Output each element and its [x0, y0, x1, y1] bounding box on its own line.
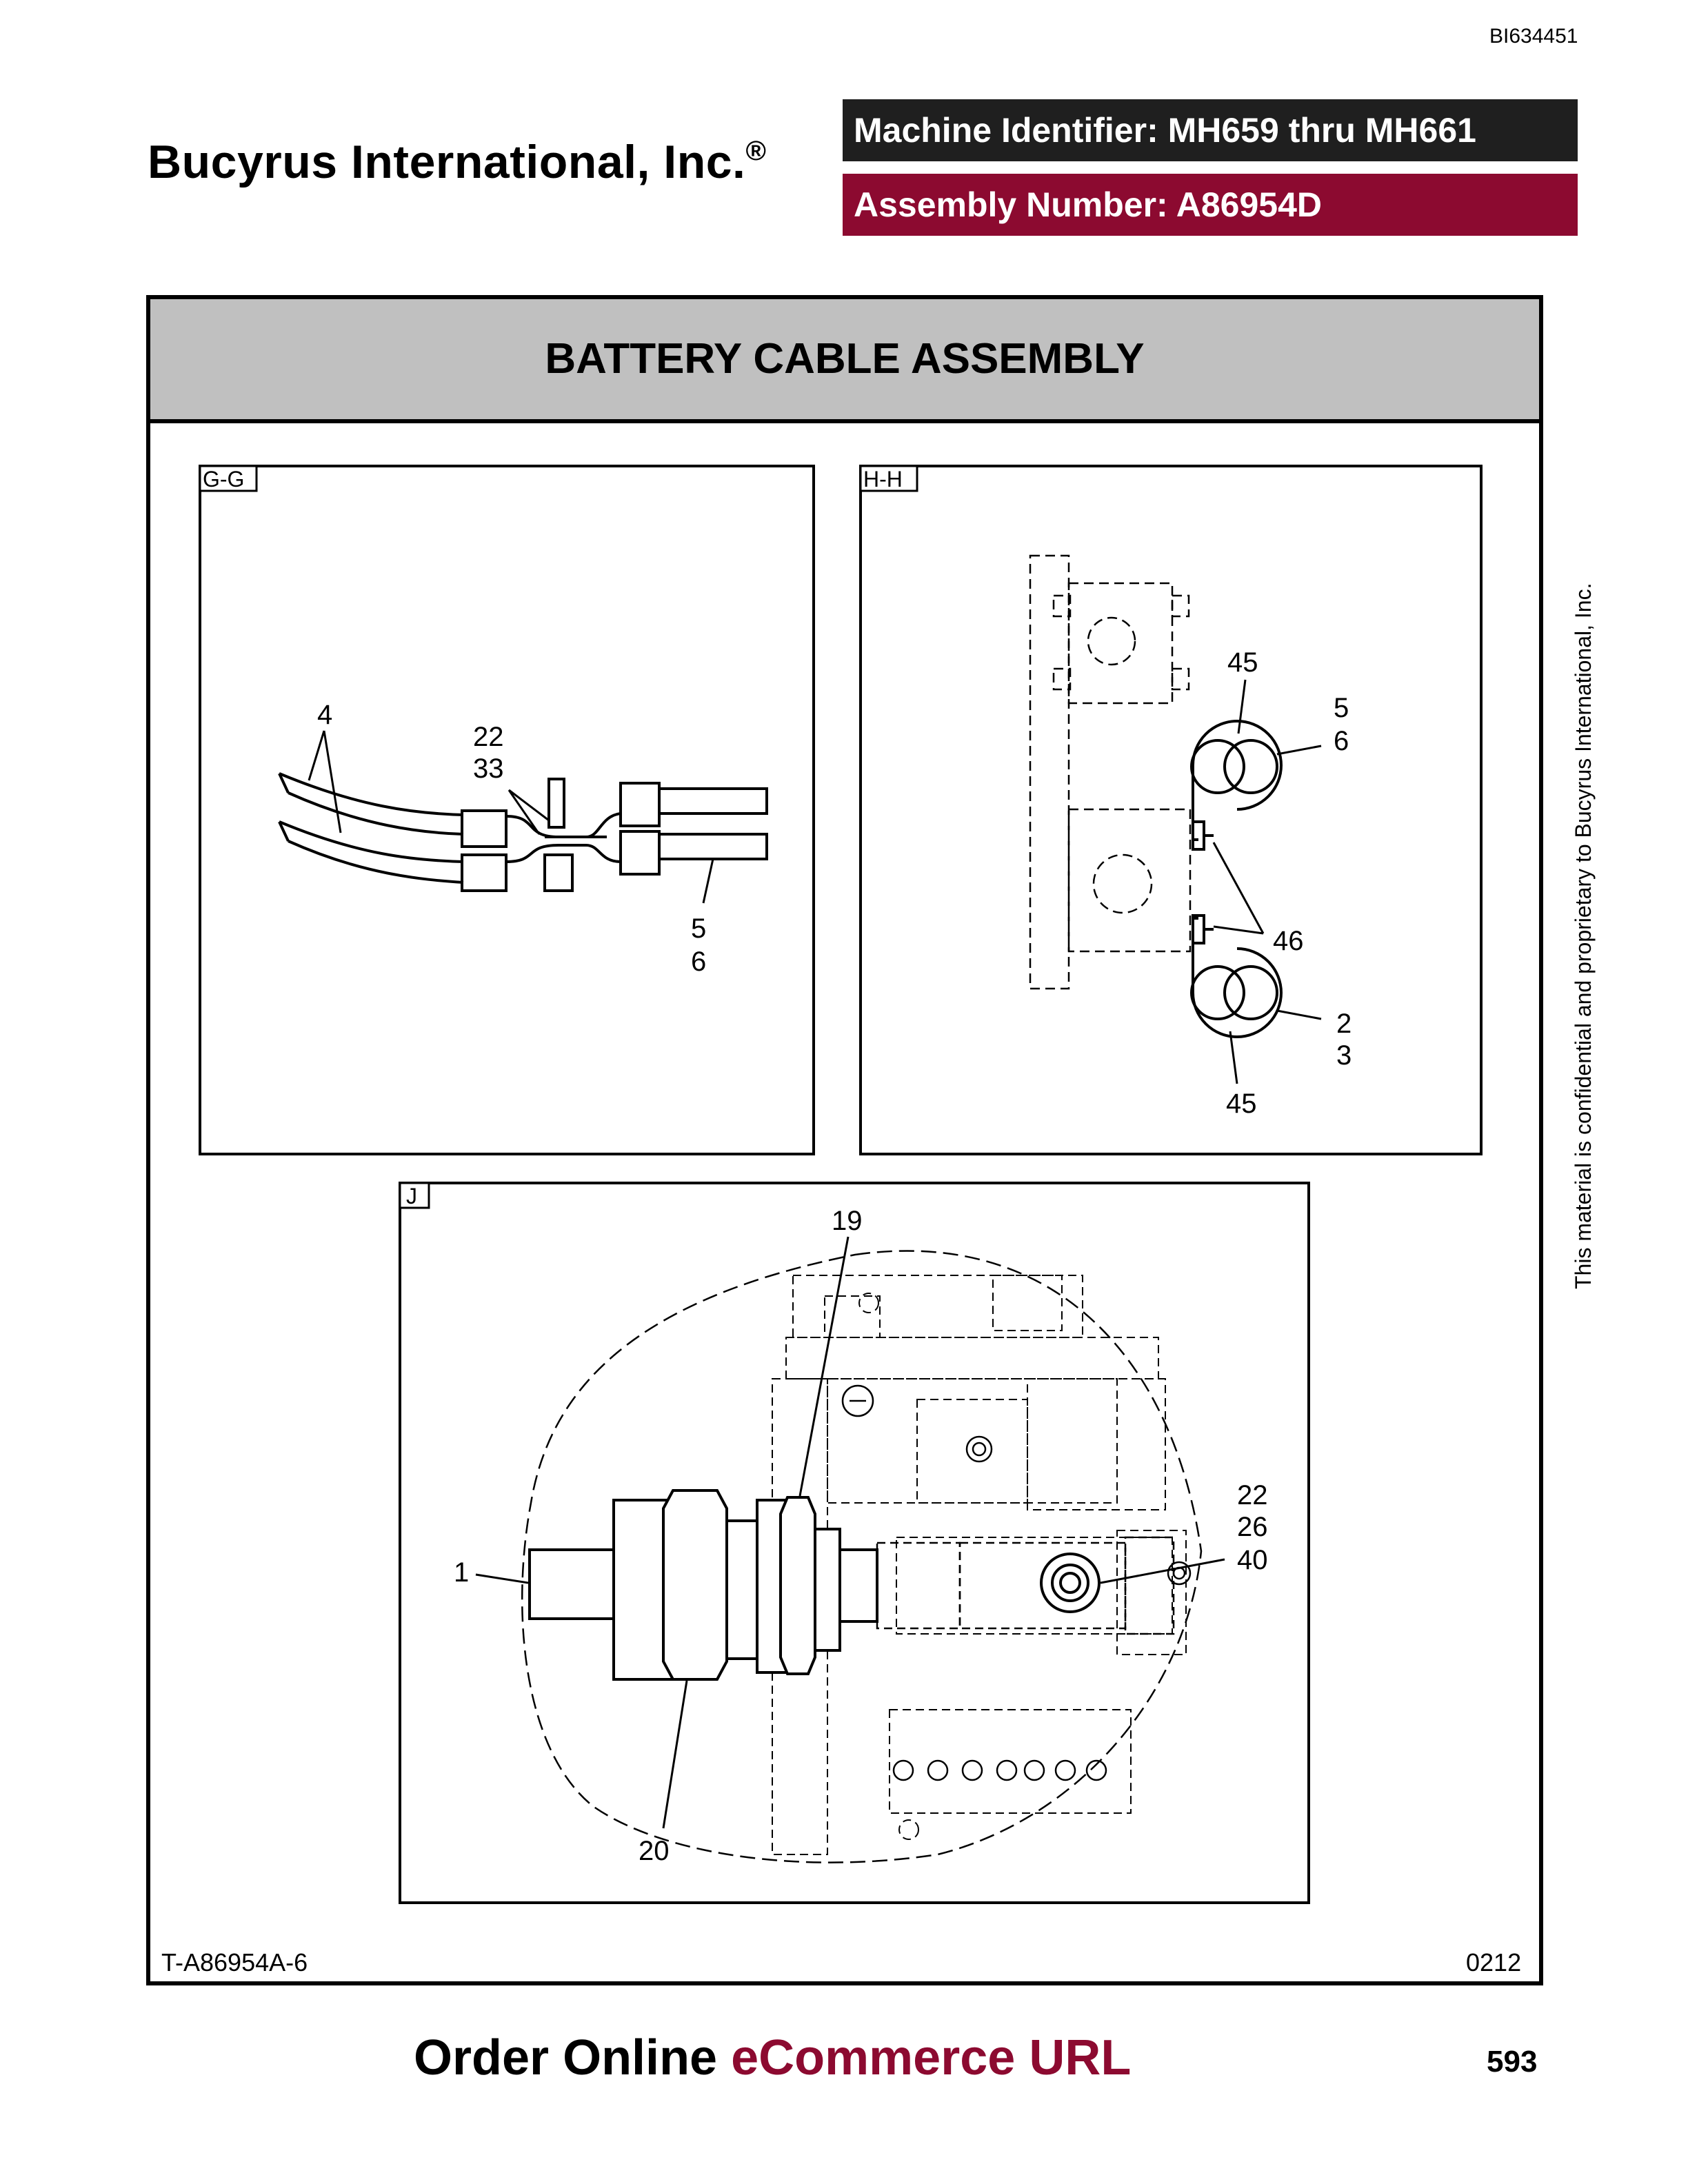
j-panel-section [814, 1528, 841, 1652]
view-gg-frame [199, 465, 815, 1155]
gg-cable-lower-bottom [288, 840, 464, 884]
view-j-label: J [406, 1184, 417, 1209]
gg-cables [278, 772, 768, 892]
hh-callout-2: 2 [1336, 1009, 1352, 1039]
view-gg-label-box [199, 465, 258, 492]
view-hh-label: H-H [863, 467, 903, 492]
view-gg-label: G-G [203, 467, 244, 492]
hh-cable-3 [1223, 965, 1278, 1020]
gg-lug-lower [461, 853, 508, 892]
hh-callout-46: 46 [1273, 926, 1304, 956]
view-j: J [399, 1182, 1310, 1904]
hh-screw-upper [1192, 820, 1205, 851]
j-callout-26: 26 [1237, 1512, 1268, 1542]
confidentiality-note: This material is confidential and propri… [1571, 583, 1596, 1290]
gg-cable-upper-top [279, 772, 464, 816]
j-leaders [475, 1236, 1225, 1829]
j-hex-nut-20 [662, 1489, 728, 1681]
hh-leaders [1212, 679, 1322, 1084]
gg-callout-22: 22 [473, 722, 504, 752]
order-prefix: Order Online [414, 2030, 718, 2085]
gg-terminal-lower [619, 830, 661, 876]
hh-callout-3: 3 [1336, 1040, 1352, 1071]
j-spacer [725, 1519, 758, 1660]
j-hidden-stud [876, 1536, 1175, 1635]
registered-mark: ® [745, 136, 767, 166]
machine-identifier-bar: Machine Identifier: MH659 thru MH661 [843, 99, 1578, 161]
view-j-frame [399, 1182, 1310, 1904]
gg-callout-4: 4 [317, 700, 332, 730]
j-background-solid [841, 1384, 1192, 1781]
gg-cable-out-lower [658, 833, 768, 860]
hh-cable-2 [1190, 965, 1245, 1020]
gg-callout-5: 5 [691, 913, 706, 944]
j-callout-40: 40 [1237, 1545, 1268, 1575]
view-hh-label-box [859, 465, 918, 492]
gg-leaders [308, 730, 714, 904]
assembly-number-bar: Assembly Number: A86954D [843, 174, 1578, 236]
gg-cable-upper-bottom [288, 791, 464, 836]
j-callout-20: 20 [639, 1836, 670, 1866]
hh-hidden-structure [1029, 554, 1192, 990]
j-callout-19: 19 [832, 1206, 863, 1236]
gg-nut [543, 853, 574, 892]
hh-callout-5: 5 [1334, 693, 1349, 723]
gg-bolt [547, 778, 565, 829]
page-title: BATTERY CABLE ASSEMBLY [146, 295, 1543, 423]
gg-callout-33: 33 [473, 754, 504, 784]
gg-lug-upper [461, 809, 508, 848]
hh-clamps [1190, 720, 1283, 1038]
gg-callout-6: 6 [691, 947, 706, 977]
gg-cable-lower-top [279, 820, 464, 863]
j-callout-1: 1 [454, 1557, 469, 1588]
company-name-text: Bucyrus International, Inc. [148, 136, 746, 188]
document-id: BI634451 [1489, 25, 1578, 48]
hh-callout-45-bottom: 45 [1226, 1089, 1257, 1119]
view-j-label-box [399, 1182, 430, 1209]
hh-callout-45-top: 45 [1227, 647, 1258, 678]
hh-callout-6: 6 [1334, 726, 1349, 756]
page-number: 593 [1487, 2045, 1538, 2079]
j-cable-stub [528, 1548, 615, 1620]
j-through-panel-connector [528, 1489, 878, 1681]
view-hh-frame [859, 465, 1483, 1155]
j-detail-boundary [521, 1250, 1203, 1863]
ecommerce-link[interactable]: eCommerce URL [731, 2030, 1132, 2085]
order-online-banner: Order Online eCommerce URL [414, 2030, 1131, 2086]
j-terminal-row [892, 1759, 1107, 1781]
gg-cable-out-upper [658, 787, 768, 815]
j-terminal-nut [1040, 1553, 1101, 1613]
gg-terminal-upper [619, 782, 661, 827]
revision-code: 0212 [1466, 1948, 1522, 1976]
company-name: Bucyrus International, Inc.® [148, 135, 766, 189]
j-callout-22: 22 [1237, 1480, 1268, 1510]
j-stud [838, 1548, 878, 1623]
hh-clamp-lower [1192, 917, 1283, 1038]
drawing-number: T-A86954A-6 [161, 1948, 308, 1976]
hh-cable-5 [1190, 739, 1245, 794]
j-lock-nut-19 [779, 1496, 816, 1675]
hh-clamp-upper [1192, 720, 1283, 841]
hh-cable-6 [1223, 739, 1278, 794]
view-hh: H-H [859, 465, 1483, 1155]
view-gg: G-G 4 22 33 5 6 [199, 465, 815, 1155]
